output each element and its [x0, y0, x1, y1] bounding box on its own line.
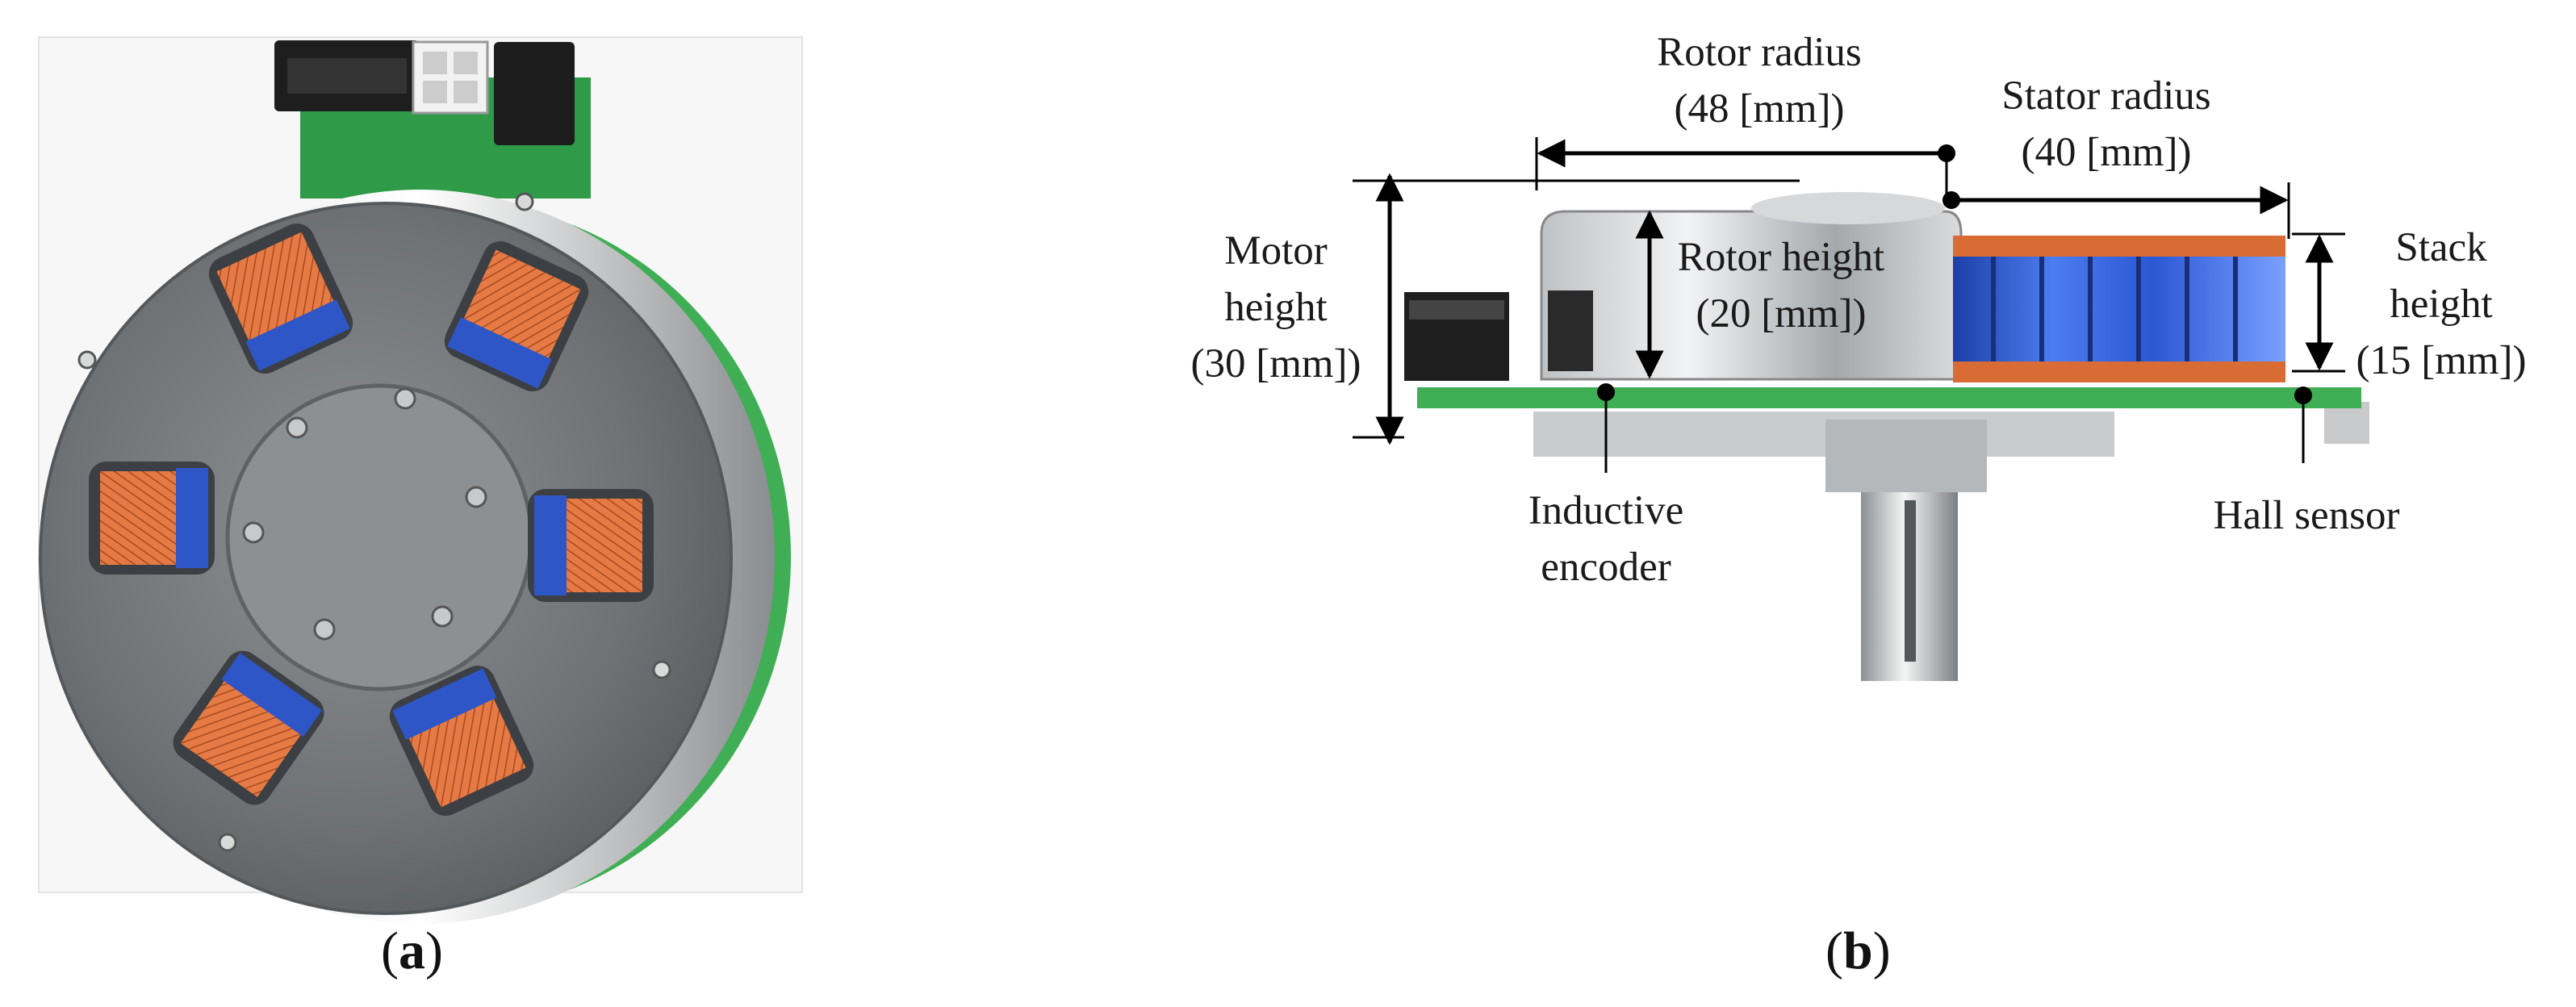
- panel-b-caption: (b): [1825, 921, 1891, 980]
- rim-screws: [77, 192, 671, 852]
- dimension-lines: [1353, 137, 2345, 473]
- inductive-encoder-label: Inductive encoder: [1528, 488, 1684, 590]
- dimension-dots: [1597, 144, 2312, 404]
- stator-coils: [89, 223, 654, 817]
- center-screws: [242, 387, 487, 641]
- panel-a-motor-render: [38, 36, 803, 924]
- stator-radius-label: Stator radius (40 [mm]): [2001, 73, 2211, 175]
- panel-a-caption: (a): [381, 921, 443, 980]
- center-plate: [225, 383, 533, 692]
- pcb-connector: [274, 40, 591, 198]
- lower-housing: [1533, 412, 2114, 457]
- pcb-board: [1417, 387, 2361, 408]
- rotor-height-label: Rotor height (20 [mm]): [1677, 235, 1885, 336]
- rotor-radius-label: Rotor radius (48 [mm]): [1657, 30, 1862, 132]
- stator-teeth: [1991, 242, 2238, 373]
- hall-sensor-label: Hall sensor: [2213, 493, 2400, 538]
- motor-height-label: Motor height (30 [mm]): [1190, 228, 1361, 387]
- stack-height-label: Stack height (15 [mm]): [2356, 225, 2527, 383]
- panel-b-side-render: [1353, 137, 2369, 681]
- stator-stack: [1953, 236, 2285, 379]
